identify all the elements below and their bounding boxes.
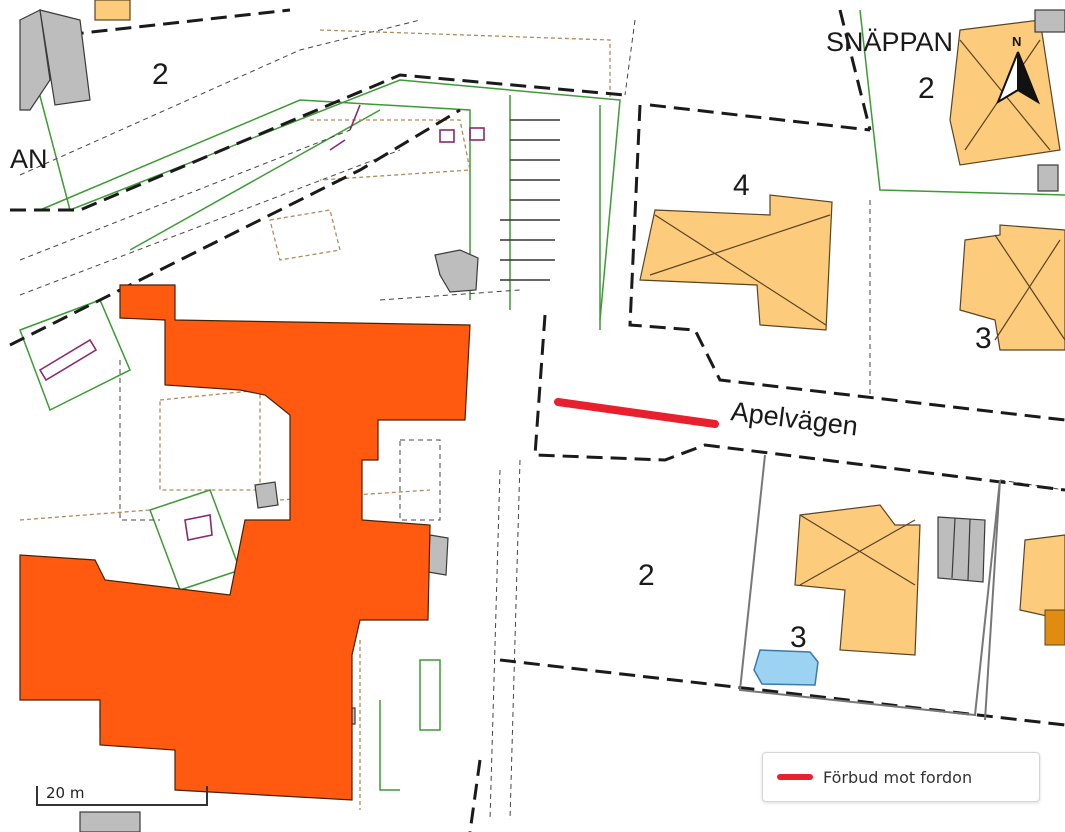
house-lot-3-bottom [794, 504, 921, 656]
lot-number-right-middle: 3 [975, 322, 992, 355]
house-right-edge [1019, 534, 1065, 621]
scale-bar: 20 m [36, 776, 208, 810]
red-line-symbol [777, 774, 813, 780]
block-label-left: AN [10, 144, 48, 174]
legend: Förbud mot fordon [762, 752, 1040, 802]
vegetation-lines [19, 9, 1065, 791]
legend-item-label: Förbud mot fordon [823, 767, 973, 787]
pool [753, 649, 819, 686]
lot-number-top-right: 2 [918, 72, 935, 105]
lot-number-center-top: 4 [733, 169, 750, 202]
house-top-left-fragment [94, 0, 131, 21]
site-features [19, 29, 611, 810]
large-building[interactable] [19, 284, 471, 801]
north-arrow: N [990, 30, 1046, 110]
north-arrow-icon: N [995, 34, 1041, 105]
scale-tick-left [36, 786, 38, 804]
north-label: N [1012, 34, 1021, 49]
lot-number-bottom-right: 3 [790, 621, 807, 654]
scale-label: 20 m [46, 784, 85, 802]
house-lot-3-top [959, 224, 1065, 351]
dashed-aux-lines [19, 19, 1065, 821]
lot-number-bottom-center: 2 [638, 559, 655, 592]
lot-number-top-left: 2 [152, 58, 169, 91]
block-label-top: SNÄPPAN [826, 27, 953, 57]
scale-line [36, 804, 208, 806]
small-structures [38, 104, 485, 541]
lot-lines [738, 454, 1001, 721]
house-annex [1044, 609, 1065, 646]
restriction-line[interactable] [554, 398, 719, 428]
scale-tick-right [206, 786, 208, 804]
house-lot-4 [639, 194, 833, 331]
parking-stripes [500, 119, 560, 281]
